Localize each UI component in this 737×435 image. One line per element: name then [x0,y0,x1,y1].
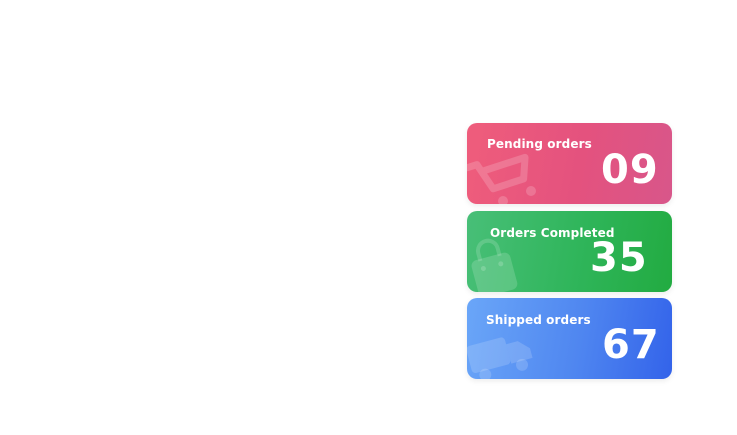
pending-orders-card[interactable]: Pending orders 09 [467,123,672,204]
shipped-orders-card[interactable]: Shipped orders 67 [467,298,672,379]
orders-completed-title: Orders Completed [490,226,615,240]
orders-completed-count: 35 [590,235,648,281]
shipped-orders-count: 67 [602,322,660,368]
orders-completed-card[interactable]: Orders Completed 35 [467,211,672,292]
pending-orders-count: 09 [601,147,659,193]
shipped-orders-title: Shipped orders [486,313,591,327]
pending-orders-title: Pending orders [487,137,592,151]
